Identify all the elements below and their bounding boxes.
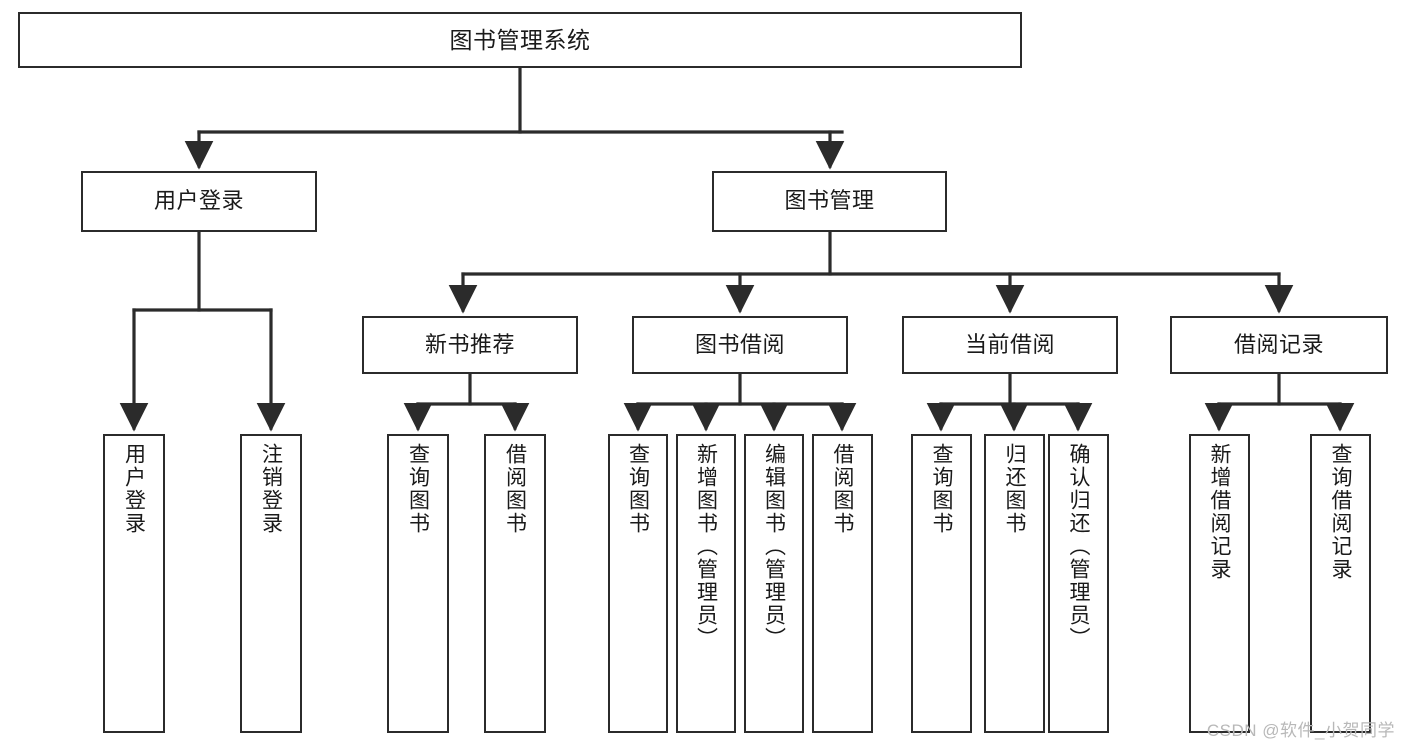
leaf-add-record[interactable]: 新增借阅记录 bbox=[1189, 434, 1250, 733]
leaf-borrow-book-2[interactable]: 借阅图书 bbox=[812, 434, 873, 733]
node-label: 归还图书 bbox=[1003, 443, 1026, 535]
node-label: 编辑图书（管理员） bbox=[762, 443, 786, 650]
node-current-borrow[interactable]: 当前借阅 bbox=[902, 316, 1118, 374]
leaf-logout[interactable]: 注销登录 bbox=[240, 434, 302, 733]
node-borrow-record[interactable]: 借阅记录 bbox=[1170, 316, 1388, 374]
node-book-manage[interactable]: 图书管理 bbox=[712, 171, 947, 232]
node-root-system[interactable]: 图书管理系统 bbox=[18, 12, 1022, 68]
leaf-edit-book[interactable]: 编辑图书（管理员） bbox=[744, 434, 804, 733]
leaf-query-record[interactable]: 查询借阅记录 bbox=[1310, 434, 1371, 733]
node-label: 确认归还（管理员） bbox=[1067, 443, 1090, 650]
node-label: 查询图书 bbox=[626, 443, 650, 535]
node-label: 注销登录 bbox=[259, 443, 283, 535]
node-label: 图书管理系统 bbox=[449, 26, 591, 53]
node-label: 借阅图书 bbox=[503, 443, 527, 535]
watermark: CSDN @软件_小贺同学 bbox=[1206, 721, 1395, 740]
node-label: 查询图书 bbox=[930, 443, 953, 535]
node-label: 新增图书（管理员） bbox=[694, 443, 718, 650]
node-label: 借阅记录 bbox=[1233, 331, 1324, 357]
node-label: 查询图书 bbox=[406, 443, 430, 535]
node-new-book-recommend[interactable]: 新书推荐 bbox=[362, 316, 578, 374]
leaf-query-book-2[interactable]: 查询图书 bbox=[608, 434, 668, 733]
node-label: 新书推荐 bbox=[424, 331, 515, 357]
node-book-borrow[interactable]: 图书借阅 bbox=[632, 316, 848, 374]
node-user-login[interactable]: 用户登录 bbox=[81, 171, 317, 232]
node-label: 查询借阅记录 bbox=[1329, 443, 1352, 581]
leaf-add-book[interactable]: 新增图书（管理员） bbox=[676, 434, 736, 733]
leaf-confirm-return[interactable]: 确认归还（管理员） bbox=[1048, 434, 1109, 733]
node-label: 新增借阅记录 bbox=[1208, 443, 1231, 581]
leaf-query-book-1[interactable]: 查询图书 bbox=[387, 434, 449, 733]
node-label: 当前借阅 bbox=[964, 331, 1055, 357]
node-label: 借阅图书 bbox=[831, 443, 854, 535]
node-label: 图书管理 bbox=[784, 188, 875, 214]
leaf-query-book-3[interactable]: 查询图书 bbox=[911, 434, 972, 733]
leaf-return-book[interactable]: 归还图书 bbox=[984, 434, 1045, 733]
node-label: 用户登录 bbox=[122, 443, 146, 535]
node-label: 图书借阅 bbox=[694, 331, 785, 357]
leaf-user-login[interactable]: 用户登录 bbox=[103, 434, 165, 733]
leaf-borrow-book-1[interactable]: 借阅图书 bbox=[484, 434, 546, 733]
node-label: 用户登录 bbox=[153, 188, 244, 214]
